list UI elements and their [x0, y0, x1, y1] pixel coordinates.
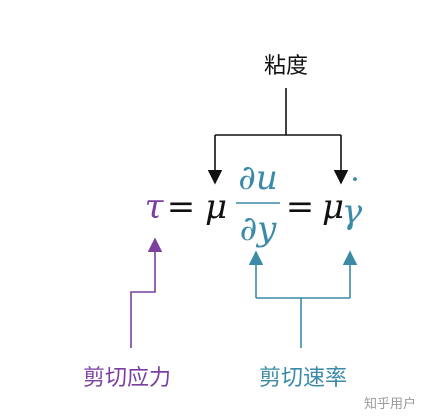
watermark-text: 知乎用户 — [363, 397, 416, 412]
shear-stress-arrow — [130, 237, 163, 348]
viscosity-label: 粘度 — [264, 54, 308, 79]
equals-sign-2: = — [286, 187, 315, 227]
gamma-symbol: γ — [342, 192, 363, 232]
mu-symbol-1: μ — [205, 187, 227, 227]
fraction-denominator: ∂y — [240, 209, 278, 249]
shear-stress-connector — [130, 237, 163, 348]
tau-symbol: τ — [145, 187, 165, 227]
gamma-dot: ˙ — [347, 172, 364, 212]
viscosity-bracket — [207, 88, 349, 185]
equation: τ = μ ∂u ∂y = μ γ ˙ — [145, 158, 364, 249]
shear-rate-connector — [248, 250, 358, 348]
shear-rate-label: 剪切速率 — [259, 366, 347, 391]
equals-sign-1: = — [167, 187, 196, 227]
fraction-numerator: ∂u — [238, 158, 277, 198]
mu-symbol-2: μ — [322, 187, 344, 227]
shear-stress-label: 剪切应力 — [83, 366, 171, 391]
